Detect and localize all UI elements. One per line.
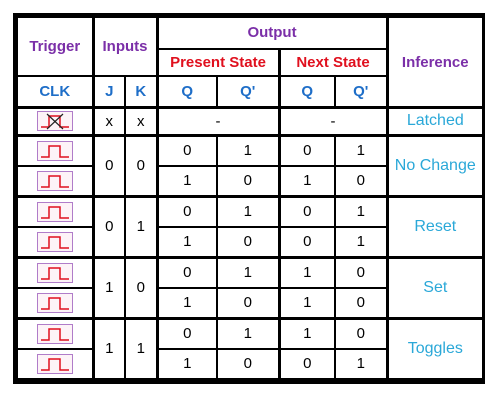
pulse-icon (36, 201, 73, 222)
next-q-value: 0 (278, 225, 336, 259)
next-q-header: Q (278, 75, 336, 110)
next-q-value: 1 (278, 256, 336, 289)
pulse-icon (36, 292, 73, 313)
j-value: x (92, 106, 126, 137)
clk-cell (16, 134, 95, 167)
present-qbar-value: 0 (216, 225, 281, 259)
inputs-header: Inputs (92, 16, 159, 77)
present-q-value: 1 (156, 164, 218, 198)
present-state-header: Present State (156, 47, 281, 78)
present-qbar-header: Q' (216, 75, 281, 110)
k-header: K (124, 75, 159, 110)
present-qbar-value: 1 (216, 195, 281, 228)
present-q-value: 0 (156, 317, 218, 350)
k-value: 0 (124, 134, 159, 198)
clk-cell (16, 106, 95, 137)
next-q-value: 1 (278, 317, 336, 350)
pulse-icon (36, 262, 73, 283)
output-header: Output (155, 16, 389, 50)
inference-value: Toggles (385, 317, 485, 382)
present-q-header: Q (156, 75, 218, 110)
next-qbar-value: 0 (333, 164, 389, 198)
crossed-pulse-icon (36, 111, 73, 132)
next-qbar-value: 0 (333, 256, 389, 289)
j-value: 0 (92, 195, 126, 259)
next-q-value: 0 (278, 347, 336, 381)
j-header: J (92, 75, 126, 110)
next-qbar-value: 1 (333, 225, 389, 259)
clk-cell (16, 347, 95, 381)
clk-cell (16, 256, 95, 289)
clk-cell (16, 164, 95, 198)
present-qbar-value: 0 (216, 164, 281, 198)
present-q-value: 1 (156, 286, 218, 320)
clk-header: CLK (16, 75, 95, 110)
next-qbar-value: 0 (333, 317, 389, 350)
clk-cell (16, 225, 95, 259)
inference-value: No Change (385, 134, 485, 198)
present-qbar-value: 1 (216, 134, 281, 167)
present-q-value: 1 (156, 225, 218, 259)
truth-table-frame: Trigger Inputs Output Inference Present … (13, 13, 485, 384)
present-q-value: 0 (156, 256, 218, 289)
inference-value: Reset (385, 195, 485, 259)
pulse-icon (36, 353, 73, 374)
next-q-value: 1 (278, 164, 336, 198)
pulse-icon (36, 231, 73, 252)
trigger-header: Trigger (16, 16, 95, 77)
inference-header: Inference (385, 16, 485, 110)
inference-latched: Latched (385, 106, 485, 137)
present-q-value: 1 (156, 347, 218, 381)
pulse-icon (36, 170, 73, 191)
next-q-value: 0 (278, 195, 336, 228)
present-qbar-value: 0 (216, 347, 281, 381)
clk-cell (16, 195, 95, 228)
clk-cell (16, 286, 95, 320)
next-state-value: - (277, 106, 389, 137)
inference-value: Set (385, 256, 485, 320)
next-q-value: 1 (278, 286, 336, 320)
present-qbar-value: 1 (216, 256, 281, 289)
jk-truth-table: Trigger Inputs Output Inference Present … (16, 16, 485, 382)
clk-cell (16, 317, 95, 350)
present-q-value: 0 (156, 195, 218, 228)
present-q-value: 0 (156, 134, 218, 167)
present-qbar-value: 0 (216, 286, 281, 320)
j-value: 1 (92, 256, 126, 320)
next-qbar-header: Q' (333, 75, 389, 110)
k-value: 1 (124, 317, 159, 382)
next-q-value: 0 (278, 134, 336, 167)
pulse-icon (36, 140, 73, 161)
pulse-icon (36, 323, 73, 344)
k-value: 1 (124, 195, 159, 259)
next-qbar-value: 0 (333, 286, 389, 320)
k-value: 0 (124, 256, 159, 320)
j-value: 1 (92, 317, 126, 382)
next-qbar-value: 1 (333, 347, 389, 381)
next-state-header: Next State (277, 47, 389, 78)
next-qbar-value: 1 (333, 134, 389, 167)
present-state-value: - (156, 106, 281, 137)
next-qbar-value: 1 (333, 195, 389, 228)
j-value: 0 (92, 134, 126, 198)
k-value: x (124, 106, 159, 137)
present-qbar-value: 1 (216, 317, 281, 350)
